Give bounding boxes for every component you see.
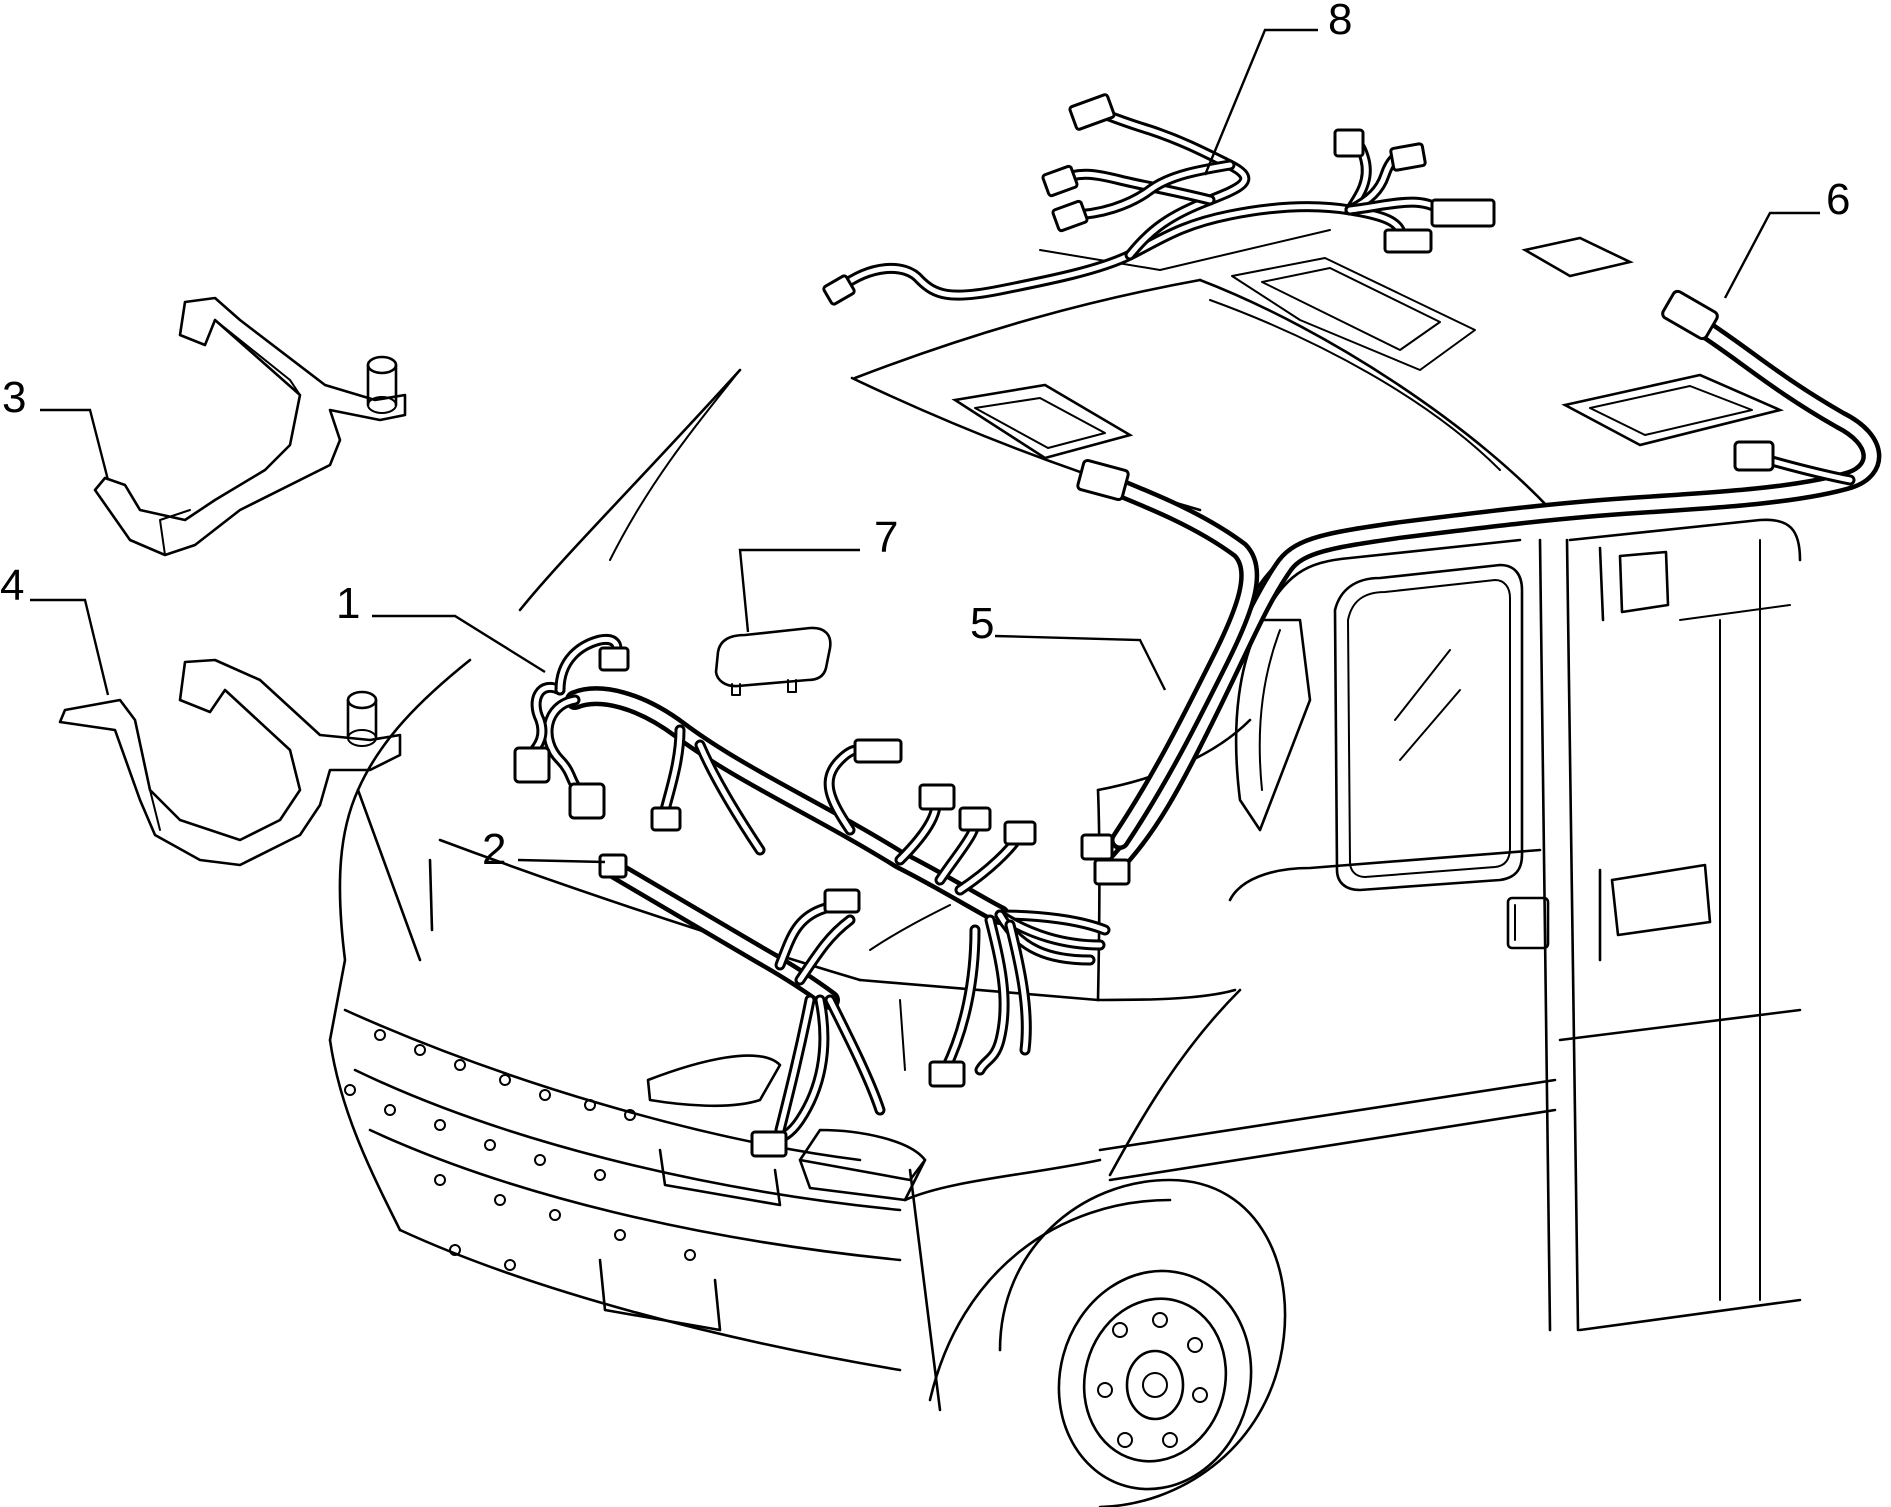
callout-8: 8	[1328, 0, 1352, 44]
engine-harness-1	[513, 633, 1111, 1088]
roof-harness-8	[822, 93, 1496, 306]
front-harness-2	[598, 853, 886, 1158]
leader-lines	[30, 28, 1820, 864]
callout-6: 6	[1826, 175, 1850, 224]
callout-4: 4	[0, 561, 24, 610]
van-body	[328, 229, 1802, 1507]
callout-7: 7	[874, 513, 898, 562]
callout-2: 2	[482, 825, 506, 874]
front-wheel	[928, 1178, 1287, 1507]
callout-5: 5	[970, 599, 994, 648]
bracket-part-4	[58, 658, 402, 867]
callout-1: 1	[336, 579, 360, 628]
callout-labels: 1 2 3 4 5 6 7 8	[0, 0, 1850, 874]
callout-3: 3	[2, 373, 26, 422]
bracket-part-3	[93, 296, 407, 557]
bumper-holes	[344, 1029, 696, 1271]
pillar-harness-6	[1093, 289, 1882, 886]
pillar-harness-5	[1076, 458, 1260, 861]
cover-part-7	[714, 626, 832, 696]
